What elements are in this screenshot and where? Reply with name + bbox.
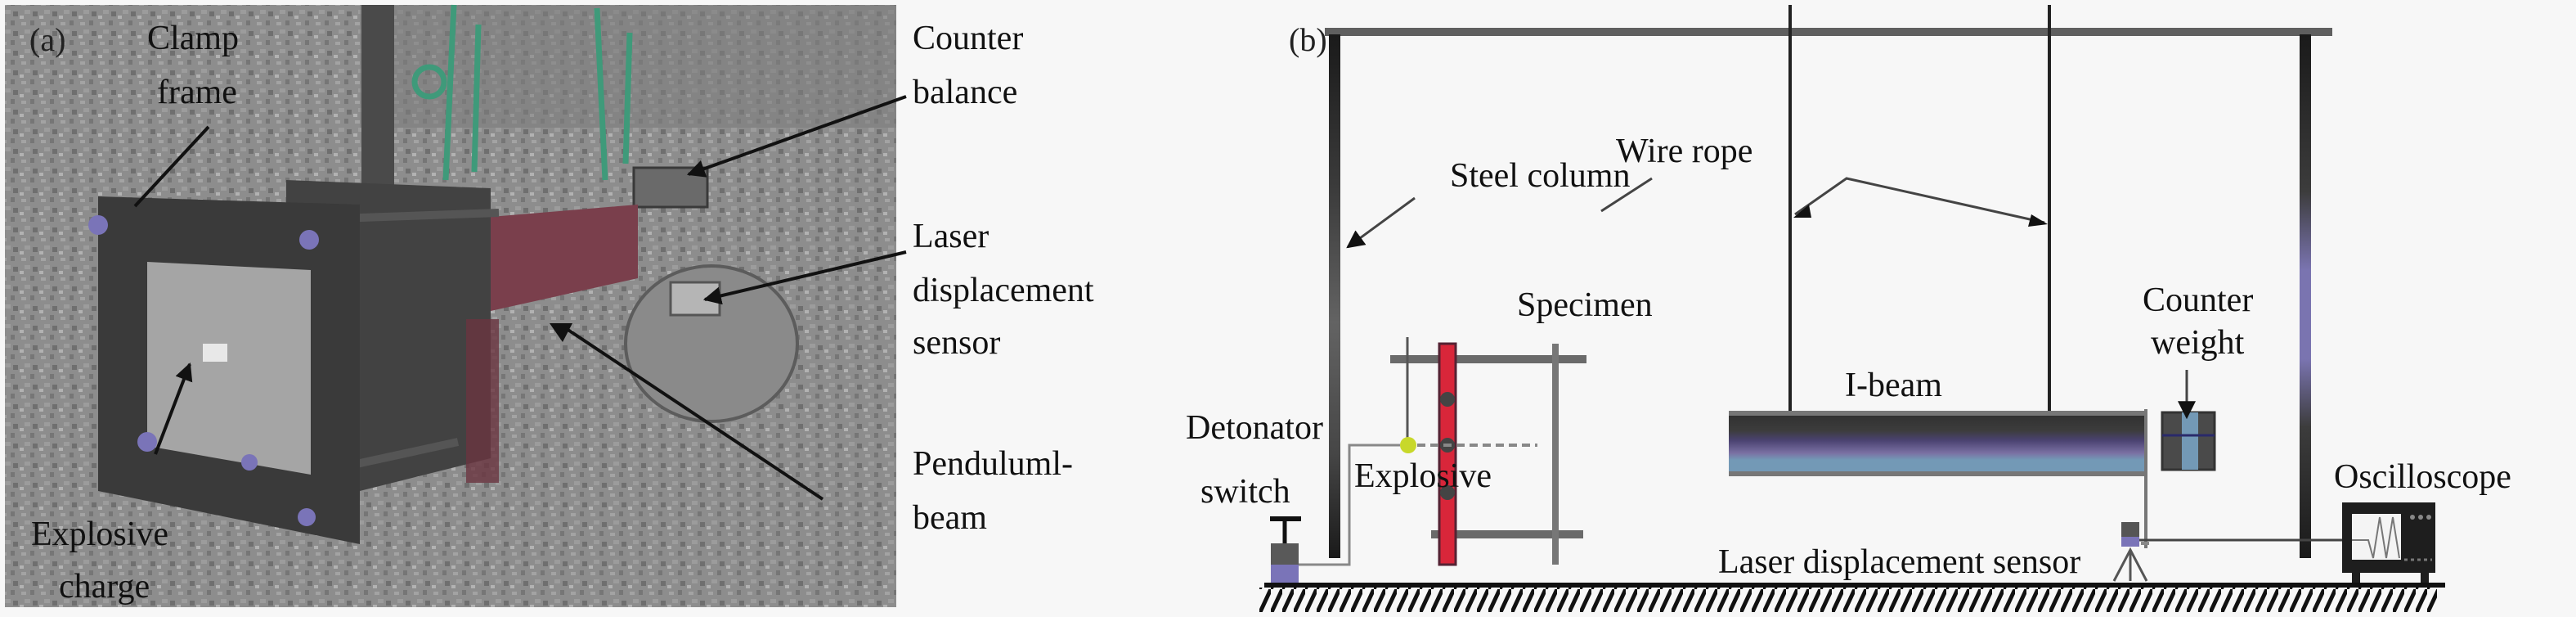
leader-wire-rope-left-2 [1652,178,1794,211]
oscilloscope-knobs [2410,515,2431,520]
label-i-beam: I-beam [1845,367,1942,404]
detonator-switch-base [1271,565,1299,586]
label-laser-sensor: Laser displacement sensor [1718,543,2080,581]
pendulum-beam-object [491,205,638,311]
clamp-window [147,262,311,475]
label-explosive: Explosive [1354,457,1492,495]
specimen-plate [1438,342,1457,566]
label-counter-weight-line1: Counter [2143,281,2253,319]
clamp-rod-top [1390,355,1586,363]
detonator-wire [1299,444,1400,566]
counter-balance-object [632,166,709,209]
laser-sensor-face [2121,537,2139,547]
leader-steel-column [1346,196,1416,249]
panel-a: (a) Clamp frame Explosive charge Counter… [5,4,1094,607]
bolts [88,215,319,526]
counter-weight-core [2182,412,2198,470]
leader-pendulum-beam [563,326,824,501]
arrowhead-pendulum-beam [550,323,572,342]
steel-column-right [2300,34,2311,558]
beam-connector [1552,344,1559,565]
leader-explosive-charge [154,362,193,455]
pendulum-beam-object [466,319,499,483]
label-steel-column: Steel column [1450,157,1630,195]
label-clamp-frame-line2: frame [157,74,237,111]
leader-clamp-frame [133,125,210,208]
leader-wire-rope-a [1652,178,1795,217]
frame-crossbar [1325,28,2332,36]
specimen-bolts [1440,392,1455,500]
leader-wire-rope [1794,177,2045,224]
panel-b: (b) Steel column Wire rope Specimen [1186,5,2511,612]
rock [624,264,799,423]
label-oscilloscope: Oscilloscope [2334,458,2511,496]
label-specimen: Specimen [1517,286,1653,324]
label-laser-sensor-line1: Laser [913,218,989,255]
label-detonator-switch-line1: Detonator [1186,409,1323,447]
label-pendulum-beam-line2: beam [913,499,987,537]
panel-tag-a: (a) [29,21,65,58]
label-detonator-switch-line2: switch [1200,473,1290,511]
label-wire-rope: Wire rope [1616,133,1752,170]
arrowhead-wire-rope-left [1793,205,1811,218]
green-ropes [411,4,633,181]
clamp-rod-bottom [1431,530,1583,538]
oscilloscope-foot [2421,573,2429,584]
ground-hatch [1259,588,2437,612]
leader-wire-rope-left [1600,177,1653,213]
i-beam-bottom-flange [1729,471,2147,476]
label-explosive-charge-line2: charge [59,568,150,606]
label-counter-weight-line2: weight [2151,324,2245,362]
oscilloscope-foot [2352,573,2360,584]
ground-line [1264,583,2445,588]
panel-tag-b: (b) [1289,21,1327,58]
steel-column-left [1329,34,1340,558]
leader-counter-balance [686,95,907,178]
label-explosive-charge-line1: Explosive [31,516,168,553]
i-beam [1729,411,2147,476]
label-clamp-frame-line1: Clamp [147,20,239,57]
oscilloscope-waveform [2352,516,2400,559]
i-beam-top-flange [1729,411,2147,416]
leader-laser-sensor [702,250,907,305]
label-pendulum-beam-line1: Penduluml- [913,445,1073,483]
arrowhead-wire-rope-right [2028,214,2048,227]
label-laser-sensor-line3: sensor [913,324,1000,362]
label-counter-balance-line1: Counter [913,20,1023,57]
explosive-charge [1400,437,1416,453]
charge-object [203,344,227,362]
label-laser-sensor-line2: displacement [913,272,1094,309]
label-counter-balance-line2: balance [913,74,1017,111]
